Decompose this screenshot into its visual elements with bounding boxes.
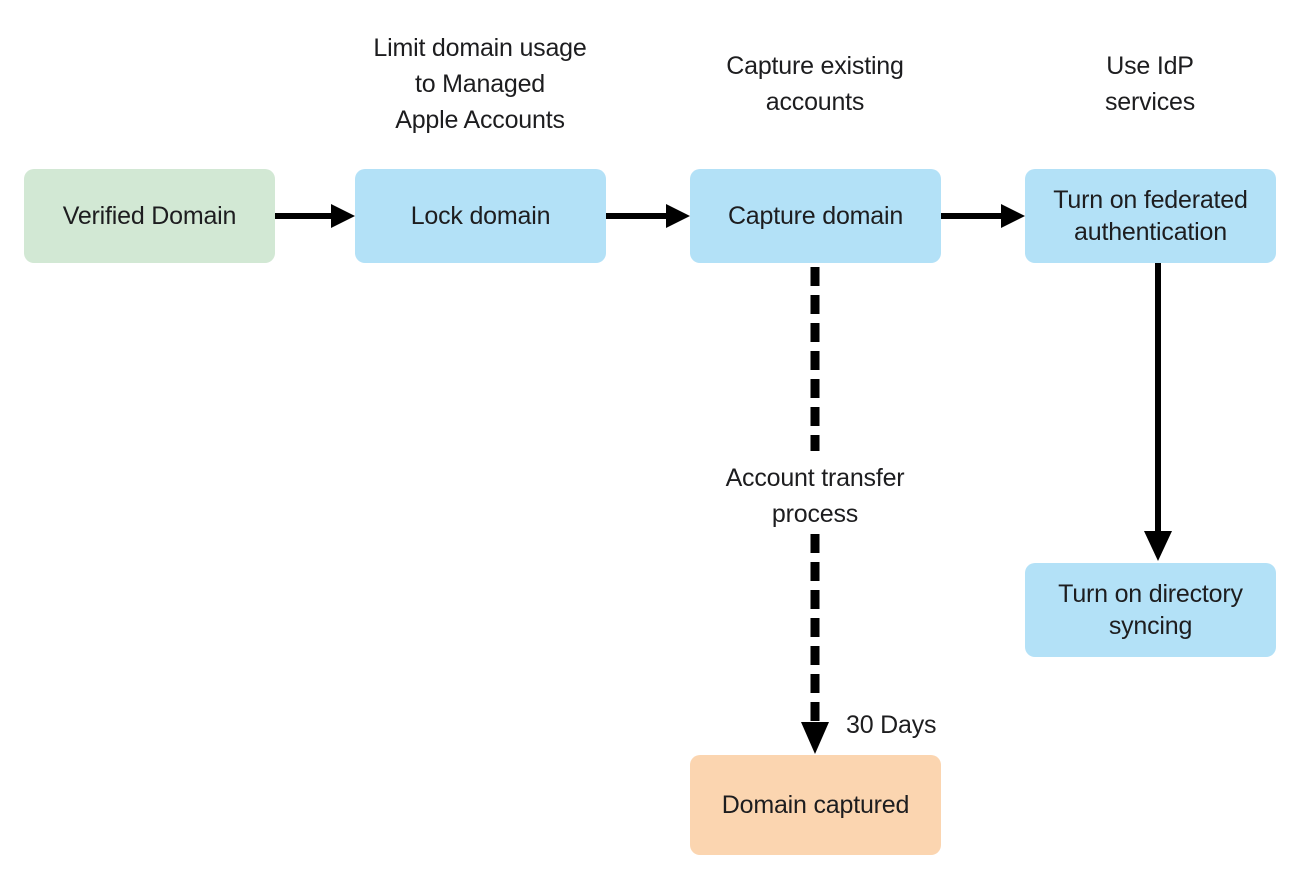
node-federated-auth[interactable]: Turn on federated authentication — [1025, 169, 1276, 263]
node-domain-captured-label: Domain captured — [721, 791, 910, 819]
arrow-lock-domain-to-capture-domain — [606, 204, 690, 228]
arrow-capture-domain-to-domain-captured-lower — [801, 534, 829, 754]
caption-account-transfer: Account transfer process — [725, 464, 905, 528]
node-verified-domain-label: Verified Domain — [62, 202, 237, 230]
caption-capture-domain: Capture existing accounts — [726, 52, 904, 116]
node-verified-domain[interactable]: Verified Domain — [24, 169, 275, 263]
node-lock-domain-label: Lock domain — [410, 202, 551, 230]
node-capture-domain-label: Capture domain — [727, 202, 904, 230]
node-lock-domain[interactable]: Lock domain — [355, 169, 606, 263]
node-federated-auth-label: Turn on federated authentication — [1053, 186, 1248, 246]
node-directory-syncing[interactable]: Turn on directory syncing — [1025, 563, 1276, 657]
arrow-capture-domain-to-domain-captured-upper — [810, 267, 820, 451]
arrow-verified-domain-to-lock-domain — [275, 204, 355, 228]
node-capture-domain[interactable]: Capture domain — [690, 169, 941, 263]
arrow-capture-domain-to-federated-auth — [941, 204, 1025, 228]
arrow-federated-auth-to-directory-syncing — [1144, 263, 1172, 561]
caption-lock-domain: Limit domain usage to Managed Apple Acco… — [373, 34, 587, 134]
caption-federated-auth: Use IdP services — [1104, 52, 1196, 116]
node-domain-captured[interactable]: Domain captured — [690, 755, 941, 855]
edge-label-30-days: 30 Days — [846, 711, 937, 739]
node-directory-syncing-label: Turn on directory syncing — [1058, 580, 1243, 640]
